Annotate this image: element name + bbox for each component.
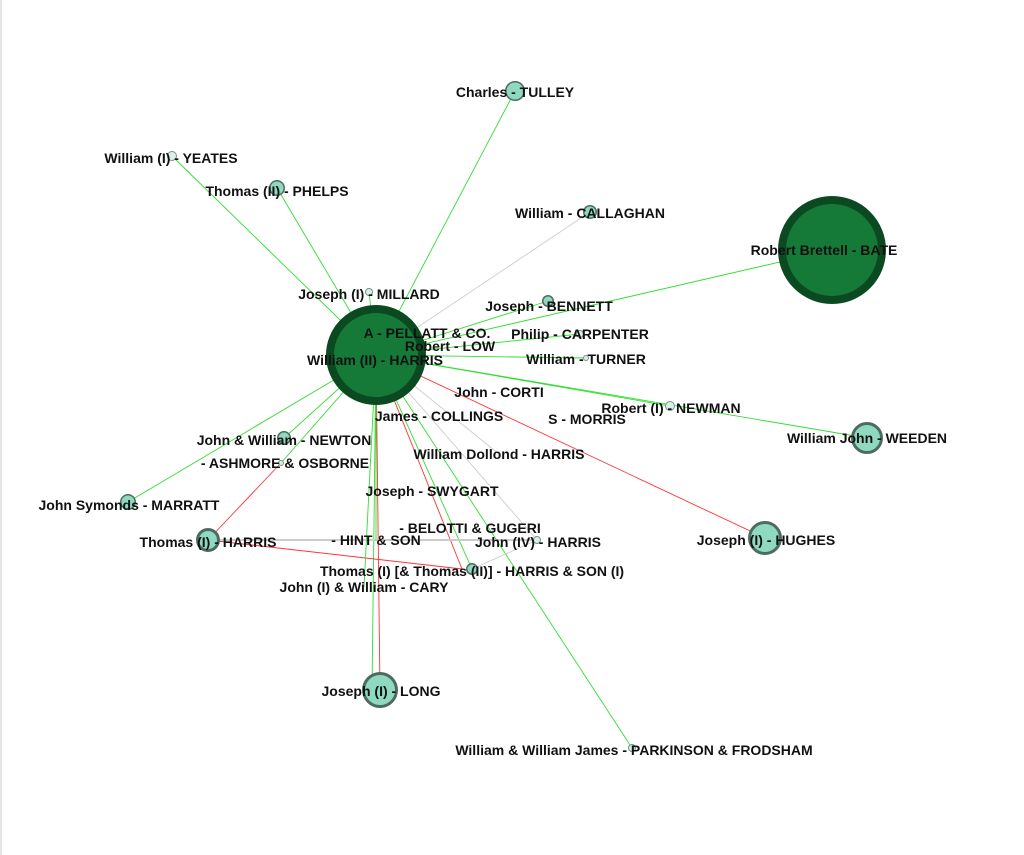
node-harris2[interactable] [326,305,426,405]
node-label-harris2: William (II) - HARRIS [307,352,443,368]
edge-harris2-hughes [375,354,766,539]
node-label-long: Joseph (I) - LONG [322,683,441,699]
node-label-dollond: William Dollond - HARRIS [414,446,585,462]
node-millard[interactable] [365,288,373,296]
node-label-newman: Robert (I) - NEWMAN [601,400,740,416]
node-label-bennett: Joseph - BENNETT [485,298,613,314]
node-hughes[interactable] [748,521,782,555]
node-label-pellatt: A - PELLATT & CO. [364,325,491,341]
node-ashmore[interactable] [278,460,284,466]
node-label-corti: John - CORTI [454,384,543,400]
edge-harris2-parkinson [375,354,633,749]
edge-ashmore-thomasharris [207,462,282,541]
node-yeates[interactable] [167,151,177,161]
node-marratt[interactable] [120,494,136,510]
edge-john4-harrisson [471,539,538,570]
node-tulley[interactable] [505,81,525,101]
node-label-morris: S - MORRIS [548,411,626,427]
node-label-millard: Joseph (I) - MILLARD [298,286,440,302]
node-label-tulley: Charles - TULLEY [456,84,575,100]
node-bennett[interactable] [542,295,554,307]
edge-harris2-long [371,354,377,691]
node-john4[interactable] [533,536,541,544]
node-label-carpenter: Philip - CARPENTER [511,326,649,342]
node-label-ashmore: - ASHMORE & OSBORNE [201,455,369,471]
node-carpenter[interactable] [576,330,584,338]
node-long[interactable] [362,672,398,708]
node-callaghan[interactable] [583,205,597,219]
node-label-collings: James - COLLINGS [375,408,503,424]
node-label-callaghan: William - CALLAGHAN [515,205,665,221]
node-phelps[interactable] [269,180,285,196]
node-label-weeden: William John - WEEDEN [787,430,947,446]
node-label-phelps: Thomas (II) - PHELPS [205,183,348,199]
node-newton[interactable] [277,431,291,445]
node-turner[interactable] [583,355,589,361]
node-parkinson[interactable] [628,744,636,752]
node-label-marratt: John Symonds - MARRATT [39,497,220,513]
node-label-parkinson: William & William James - PARKINSON & FR… [455,742,812,758]
node-harrisson[interactable] [466,563,478,575]
node-label-john4: John (IV) - HARRIS [475,534,601,550]
node-bate[interactable] [778,196,886,304]
node-label-yeates: William (I) - YEATES [104,150,237,166]
node-newman[interactable] [665,401,675,411]
node-label-hughes: Joseph (I) - HUGHES [697,532,835,548]
node-label-hint: - HINT & SON [331,532,420,548]
node-label-belotti: - BELOTTI & GUGERI [399,520,541,536]
node-thomasharris[interactable] [196,528,220,552]
node-label-newton: John & William - NEWTON [197,432,372,448]
edge-thomasharris-harrisson [207,539,463,570]
node-label-bate: Robert Brettell - BATE [751,242,898,258]
edge-harris2-bate [375,249,833,356]
edge-harris2-weeden [375,354,868,439]
node-label-low: Robert - LOW [405,338,496,354]
node-label-thomasharris: Thomas (I) - HARRIS [140,534,277,550]
edge-harris2-long [375,354,381,691]
node-label-turner: William - TURNER [526,351,646,367]
node-label-swygart: Joseph - SWYGART [365,483,498,499]
node-label-cary: John (I) & William - CARY [280,579,450,595]
node-weeden[interactable] [851,422,883,454]
node-label-harrisson: Thomas (I) [& Thomas (II)] - HARRIS & SO… [320,563,624,579]
